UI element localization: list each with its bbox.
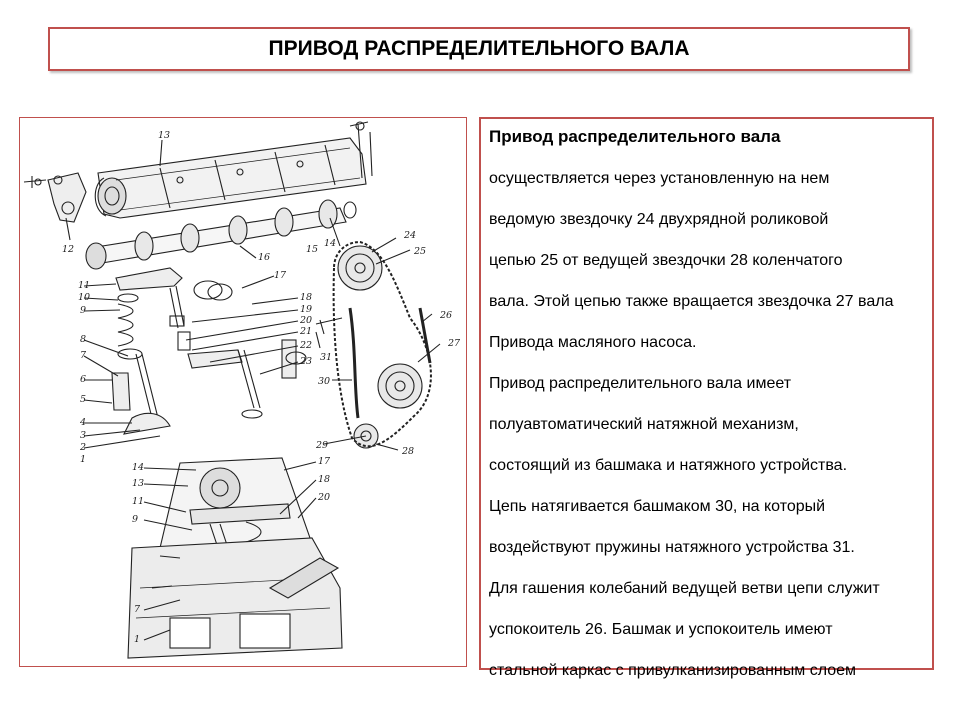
- section-label-1: 1: [134, 634, 140, 645]
- label-22: 22: [299, 340, 312, 351]
- label-18: 18: [300, 292, 312, 303]
- label-24: 24: [403, 230, 416, 241]
- description-text: Привод распределительного вала осуществл…: [489, 120, 929, 701]
- label-25: 25: [413, 246, 426, 257]
- label-31: 31: [320, 352, 332, 363]
- label-6: 6: [80, 374, 86, 385]
- label-9: 9: [80, 305, 86, 316]
- section-label-7: 7: [134, 604, 141, 615]
- label-16: 16: [258, 252, 270, 263]
- bracket-shape: [23, 172, 87, 223]
- figure-labels: 13 12 14 15 16 17 18 19 20 21 22 23 24 2…: [62, 130, 461, 645]
- section-label-13: 13: [132, 478, 144, 489]
- paragraph: цепью 25 от ведущей звездочки 28 коленча…: [489, 252, 843, 269]
- section-label-18: 18: [318, 474, 330, 485]
- label-19: 19: [300, 304, 312, 315]
- paragraph: воздействуют пружины натяжного устройств…: [489, 539, 855, 556]
- description-heading: Привод распределительного вала: [489, 127, 781, 146]
- paragraph: осуществляется через установленную на не…: [489, 170, 830, 187]
- valve-assembly-shape: [111, 267, 185, 435]
- page-title: ПРИВОД РАСПРЕДЕЛИТЕЛЬНОГО ВАЛА: [48, 27, 910, 71]
- paragraph: успокоитель 26. Башмак и успокоитель име…: [489, 621, 833, 638]
- camshaft-housing-shape: [94, 137, 367, 219]
- label-13: 13: [158, 130, 170, 141]
- paragraph: стальной каркас с привулканизированным с…: [489, 662, 856, 679]
- label-11: 11: [78, 280, 90, 291]
- paragraph: Привод распределительного вала имеет: [489, 375, 792, 392]
- label-10: 10: [78, 292, 90, 303]
- label-17: 17: [274, 270, 287, 281]
- label-27: 27: [447, 338, 461, 349]
- label-29: 29: [315, 440, 328, 451]
- paragraph: вала. Этой цепью также вращается звездоч…: [489, 293, 894, 310]
- paragraph: полуавтоматический натяжной механизм,: [489, 416, 799, 433]
- label-12: 12: [62, 244, 74, 255]
- camshaft-drive-illustration: 13 12 14 15 16 17 18 19 20 21 22 23 24 2…: [19, 117, 467, 667]
- label-14: 14: [324, 238, 336, 249]
- exploded-view-drawing: 13 12 14 15 16 17 18 19 20 21 22 23 24 2…: [23, 121, 461, 659]
- paragraph: Цепь натягивается башмаком 30, на которы…: [489, 498, 826, 515]
- label-28: 28: [401, 446, 414, 457]
- label-21: 21: [299, 326, 312, 337]
- small-parts-shape: [169, 280, 307, 419]
- label-5: 5: [80, 394, 86, 405]
- label-30: 30: [318, 376, 330, 387]
- label-2: 2: [79, 442, 86, 453]
- section-label-11: 11: [132, 496, 144, 507]
- label-4: 4: [79, 417, 86, 428]
- description-frame: [479, 117, 934, 670]
- paragraph: Привода масляного насоса.: [489, 334, 697, 351]
- section-label-17: 17: [318, 456, 331, 467]
- label-7: 7: [80, 350, 87, 361]
- label-20: 20: [299, 315, 312, 326]
- timing-chain-shape: [315, 240, 432, 449]
- section-label-20: 20: [317, 492, 330, 503]
- label-1: 1: [80, 454, 86, 465]
- label-3: 3: [80, 430, 86, 441]
- paragraph: ведомую звездочку 24 двухрядной роликово…: [489, 211, 829, 228]
- section-label-14: 14: [132, 462, 144, 473]
- cylinder-head-section-shape: [127, 457, 343, 659]
- label-23: 23: [299, 356, 312, 367]
- paragraph: состоящий из башмака и натяжного устройс…: [489, 457, 848, 474]
- paragraph: Для гашения колебаний ведущей ветви цепи…: [489, 580, 880, 597]
- camshaft-shape: [85, 199, 357, 270]
- label-15: 15: [306, 244, 318, 255]
- section-label-9: 9: [132, 514, 138, 525]
- label-8: 8: [80, 334, 86, 345]
- label-26: 26: [439, 310, 452, 321]
